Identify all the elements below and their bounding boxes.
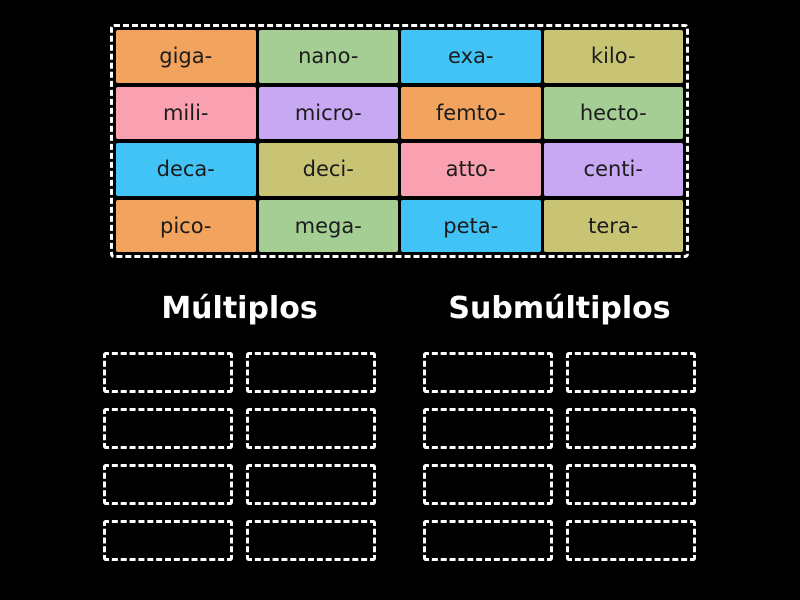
tile-kilo[interactable]: kilo- [543,30,683,83]
tile-deca[interactable]: deca- [116,143,256,196]
drop-slot[interactable] [423,464,553,505]
tile-pico[interactable]: pico- [116,199,256,252]
tile-pool: giga- nano- exa- kilo- mili- micro- femt… [110,24,689,258]
drop-slot[interactable] [246,352,376,393]
tile-mili[interactable]: mili- [116,86,256,139]
tile-tera[interactable]: tera- [543,199,683,252]
tile-deci[interactable]: deci- [258,143,398,196]
drop-slot[interactable] [246,464,376,505]
drop-slot[interactable] [103,352,233,393]
drop-slot[interactable] [423,408,553,449]
group-title-submultiplos: Submúltiplos [448,291,671,326]
tile-exa[interactable]: exa- [401,30,541,83]
drop-slot[interactable] [103,408,233,449]
drop-slot[interactable] [246,408,376,449]
tile-femto[interactable]: femto- [401,86,541,139]
group-title-multiplos: Múltiplos [161,291,318,326]
drop-slot[interactable] [566,520,696,561]
drop-slot[interactable] [103,464,233,505]
drop-slot[interactable] [246,520,376,561]
tile-centi[interactable]: centi- [543,143,683,196]
tile-hecto[interactable]: hecto- [543,86,683,139]
drop-slot[interactable] [423,352,553,393]
tile-mega[interactable]: mega- [258,199,398,252]
tile-giga[interactable]: giga- [116,30,256,83]
drop-slot[interactable] [103,520,233,561]
drop-slot[interactable] [566,408,696,449]
drop-slot[interactable] [566,464,696,505]
group-slots-submultiplos [423,352,696,561]
tile-micro[interactable]: micro- [258,86,398,139]
drop-slot[interactable] [566,352,696,393]
tile-atto[interactable]: atto- [401,143,541,196]
tile-nano[interactable]: nano- [258,30,398,83]
tile-peta[interactable]: peta- [401,199,541,252]
drop-slot[interactable] [423,520,553,561]
group-slots-multiplos [103,352,376,561]
